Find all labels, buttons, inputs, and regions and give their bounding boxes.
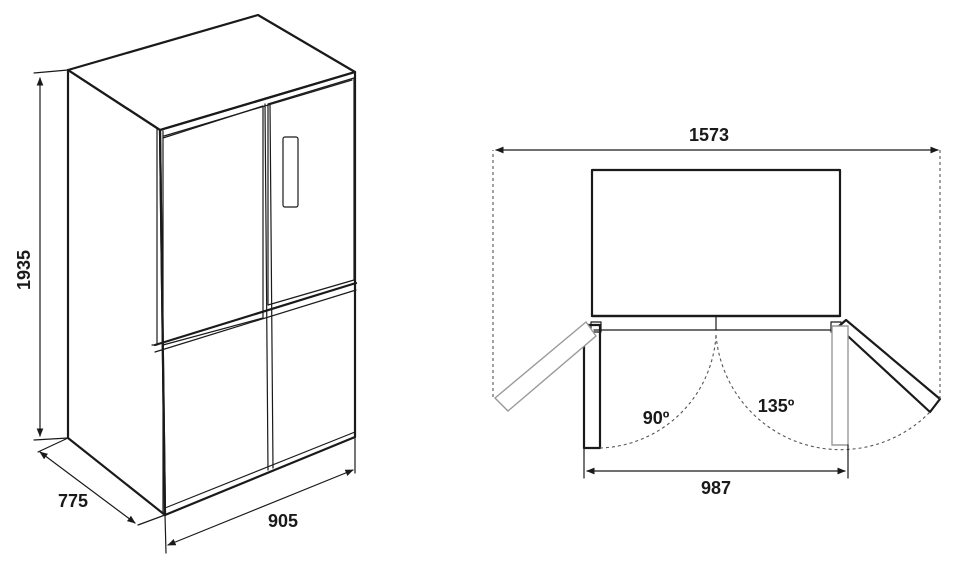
width-dimension: 905 bbox=[164, 436, 356, 554]
water-dispenser bbox=[282, 136, 299, 208]
fridge-top-view: 90º 135º 1573 987 bbox=[492, 125, 942, 498]
fridge-front-face bbox=[158, 70, 357, 517]
door-clearance-dimension: 987 bbox=[583, 444, 849, 498]
height-dimension: 1935 bbox=[14, 69, 69, 441]
right-swing-arc bbox=[715, 334, 931, 451]
door-clearance-label: 987 bbox=[701, 478, 731, 498]
left-swing-arc bbox=[599, 334, 717, 449]
left-door-open bbox=[493, 320, 597, 412]
fridge-body-top bbox=[590, 168, 842, 318]
height-label: 1935 bbox=[14, 250, 34, 290]
angle-90-label: 90º bbox=[643, 408, 670, 428]
upper-right-door bbox=[267, 77, 355, 306]
depth-label: 775 bbox=[58, 491, 88, 511]
angle-135-label: 135º bbox=[758, 396, 795, 416]
width-label: 905 bbox=[268, 511, 298, 531]
fridge-top-face bbox=[66, 13, 357, 132]
right-door-135 bbox=[836, 318, 942, 414]
open-width-dimension: 1573 bbox=[495, 125, 939, 154]
fridge-isometric-view: 1935 775 905 bbox=[14, 13, 358, 554]
depth-dimension: 775 bbox=[37, 437, 166, 526]
upper-left-door bbox=[162, 105, 264, 346]
right-door-90-ghost bbox=[831, 325, 849, 446]
open-width-label: 1573 bbox=[689, 125, 729, 145]
fridge-side-face bbox=[66, 68, 167, 517]
